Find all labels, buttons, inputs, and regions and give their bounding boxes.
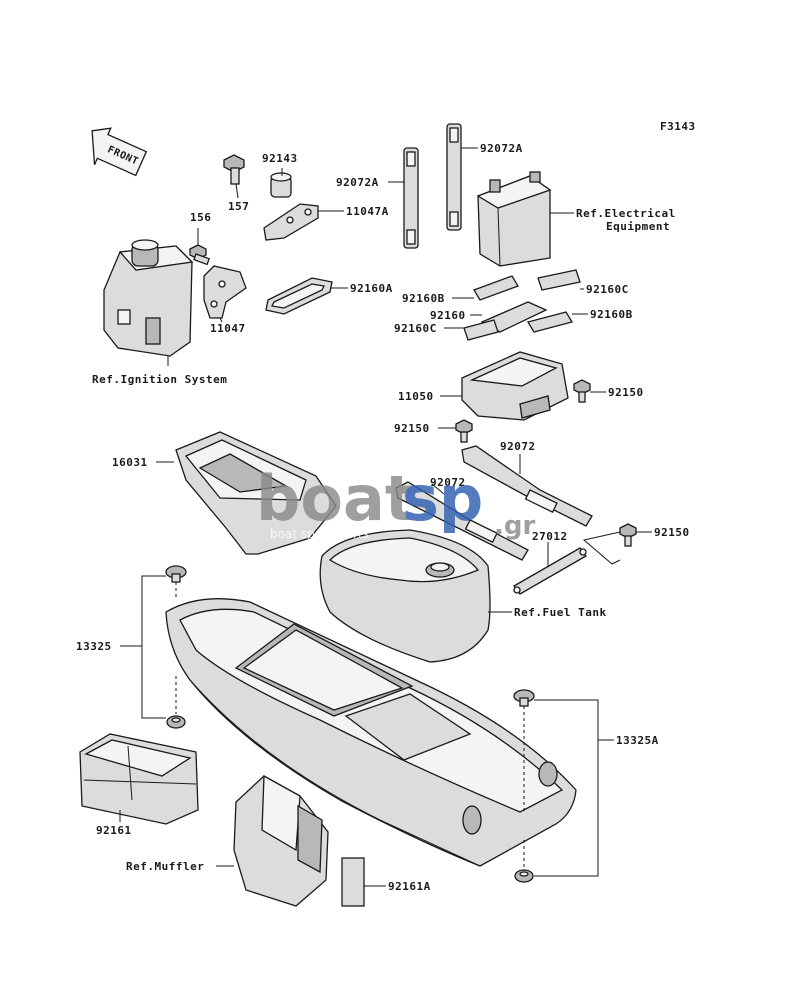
- watermark-tagline: boat spare parts: [270, 527, 369, 541]
- pad-92160A: [265, 277, 333, 315]
- pad-92160C-left: [463, 319, 499, 341]
- ref-ignition-system: Ref.Ignition System: [92, 373, 227, 386]
- callout-92161A: 92161A: [388, 880, 431, 893]
- callout-92150-b: 92150: [394, 422, 430, 435]
- strap-92072A-left: [403, 147, 419, 249]
- callout-11047A: 11047A: [346, 205, 389, 218]
- bolt-92150-a: [573, 379, 591, 403]
- callout-92143: 92143: [262, 152, 298, 165]
- callout-92072-b: 92072: [430, 476, 466, 489]
- callout-92160: 92160: [430, 309, 466, 322]
- ref-electrical-2: Equipment: [606, 220, 670, 233]
- strap-27012: [513, 547, 587, 595]
- callout-92160C-right: 92160C: [586, 283, 629, 296]
- bracket-11047: [203, 265, 247, 319]
- callout-11050: 11050: [398, 390, 434, 403]
- collar-92143: [270, 172, 292, 198]
- plug-13325-bottom: [166, 715, 186, 729]
- bolt-156: [189, 244, 210, 266]
- bracket-11047A: [263, 203, 319, 241]
- watermark: boat sp .gr boat spare parts: [256, 462, 535, 541]
- callout-157: 157: [228, 200, 249, 213]
- pad-92161A: [341, 857, 365, 907]
- storage-bin-16031: [175, 431, 337, 555]
- callout-13325: 13325: [76, 640, 112, 653]
- watermark-brand-tld: .gr: [494, 511, 535, 541]
- hull: [165, 598, 577, 867]
- figure-code: F3143: [660, 120, 696, 133]
- callout-11047: 11047: [210, 322, 246, 335]
- bolt-157: [223, 154, 245, 185]
- callout-92072-a: 92072: [500, 440, 536, 453]
- callout-156: 156: [190, 211, 211, 224]
- bolt-92150-c: [619, 523, 637, 547]
- pad-92160B-left: [473, 275, 519, 301]
- callout-92160A: 92160A: [350, 282, 393, 295]
- muffler-pad: [233, 774, 329, 907]
- ignition-box: [103, 239, 194, 357]
- callout-92150-c: 92150: [654, 526, 690, 539]
- ref-electrical-1: Ref.Electrical: [576, 207, 676, 220]
- watermark-brand-accent: sp: [402, 462, 483, 535]
- callout-92160C-left: 92160C: [394, 322, 437, 335]
- callout-92161: 92161: [96, 824, 132, 837]
- mat-92161: [79, 733, 199, 825]
- callout-92072A-left: 92072A: [336, 176, 379, 189]
- ref-muffler: Ref.Muffler: [126, 860, 204, 873]
- strap-92072A-right: [446, 123, 462, 231]
- battery-case-11050: [461, 351, 569, 421]
- callout-16031: 16031: [112, 456, 148, 469]
- callout-92160B-left: 92160B: [402, 292, 445, 305]
- bolt-92150-b: [455, 419, 473, 443]
- battery: [476, 171, 552, 267]
- strap-92072-b: [395, 481, 529, 561]
- ref-fuel-tank: Ref.Fuel Tank: [514, 606, 607, 619]
- pad-92160B-right: [526, 311, 574, 333]
- strap-92072-a: [461, 445, 593, 527]
- pad-92160C-right: [537, 269, 581, 291]
- fuel-tank: [319, 529, 491, 663]
- callout-13325A: 13325A: [616, 734, 659, 747]
- plug-13325A-top: [513, 689, 535, 707]
- callout-92160B-right: 92160B: [590, 308, 633, 321]
- front-arrow-icon: FRONT: [91, 127, 148, 177]
- plug-13325-top: [165, 565, 187, 583]
- callout-27012: 27012: [532, 530, 568, 543]
- callout-92072A-right: 92072A: [480, 142, 523, 155]
- callout-92150-a: 92150: [608, 386, 644, 399]
- watermark-brand-main: boat: [256, 462, 414, 535]
- plug-13325A-bottom: [514, 869, 534, 883]
